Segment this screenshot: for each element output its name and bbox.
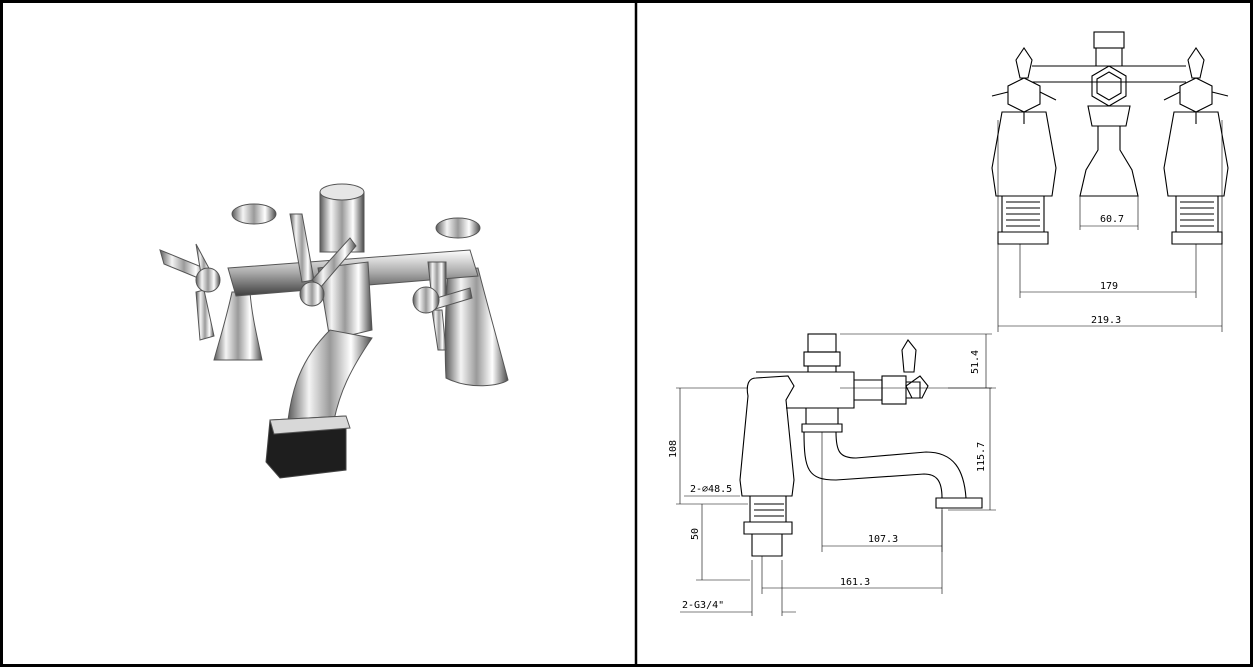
dim-spout-projection: 107.3 [868, 534, 898, 545]
photo-panel [159, 183, 509, 479]
dim-top-height: 51.4 [970, 350, 981, 374]
front-elevation [991, 31, 1229, 245]
technical-drawing: 60.7 179 219.3 [668, 31, 1229, 616]
dim-tail-centres: 179 [1100, 281, 1118, 292]
side-elevation [739, 333, 983, 557]
dim-spout-height: 115.7 [976, 442, 987, 472]
side-dimension-lines [676, 333, 996, 616]
dim-pillar-height: 108 [668, 440, 679, 458]
dim-tail-length: 50 [690, 528, 701, 540]
dim-thread: 2-G3/4" [682, 600, 724, 611]
bath-shower-mixer-tap-photo [159, 183, 509, 479]
dim-overall-depth: 161.3 [840, 577, 870, 588]
dim-spout-width: 60.7 [1100, 214, 1124, 225]
dim-base-diameter: 2-⌀48.5 [690, 484, 732, 495]
technical-drawing-panel: 60.7 179 219.3 [636, 0, 1253, 667]
dim-overall-width: 219.3 [1091, 315, 1121, 326]
